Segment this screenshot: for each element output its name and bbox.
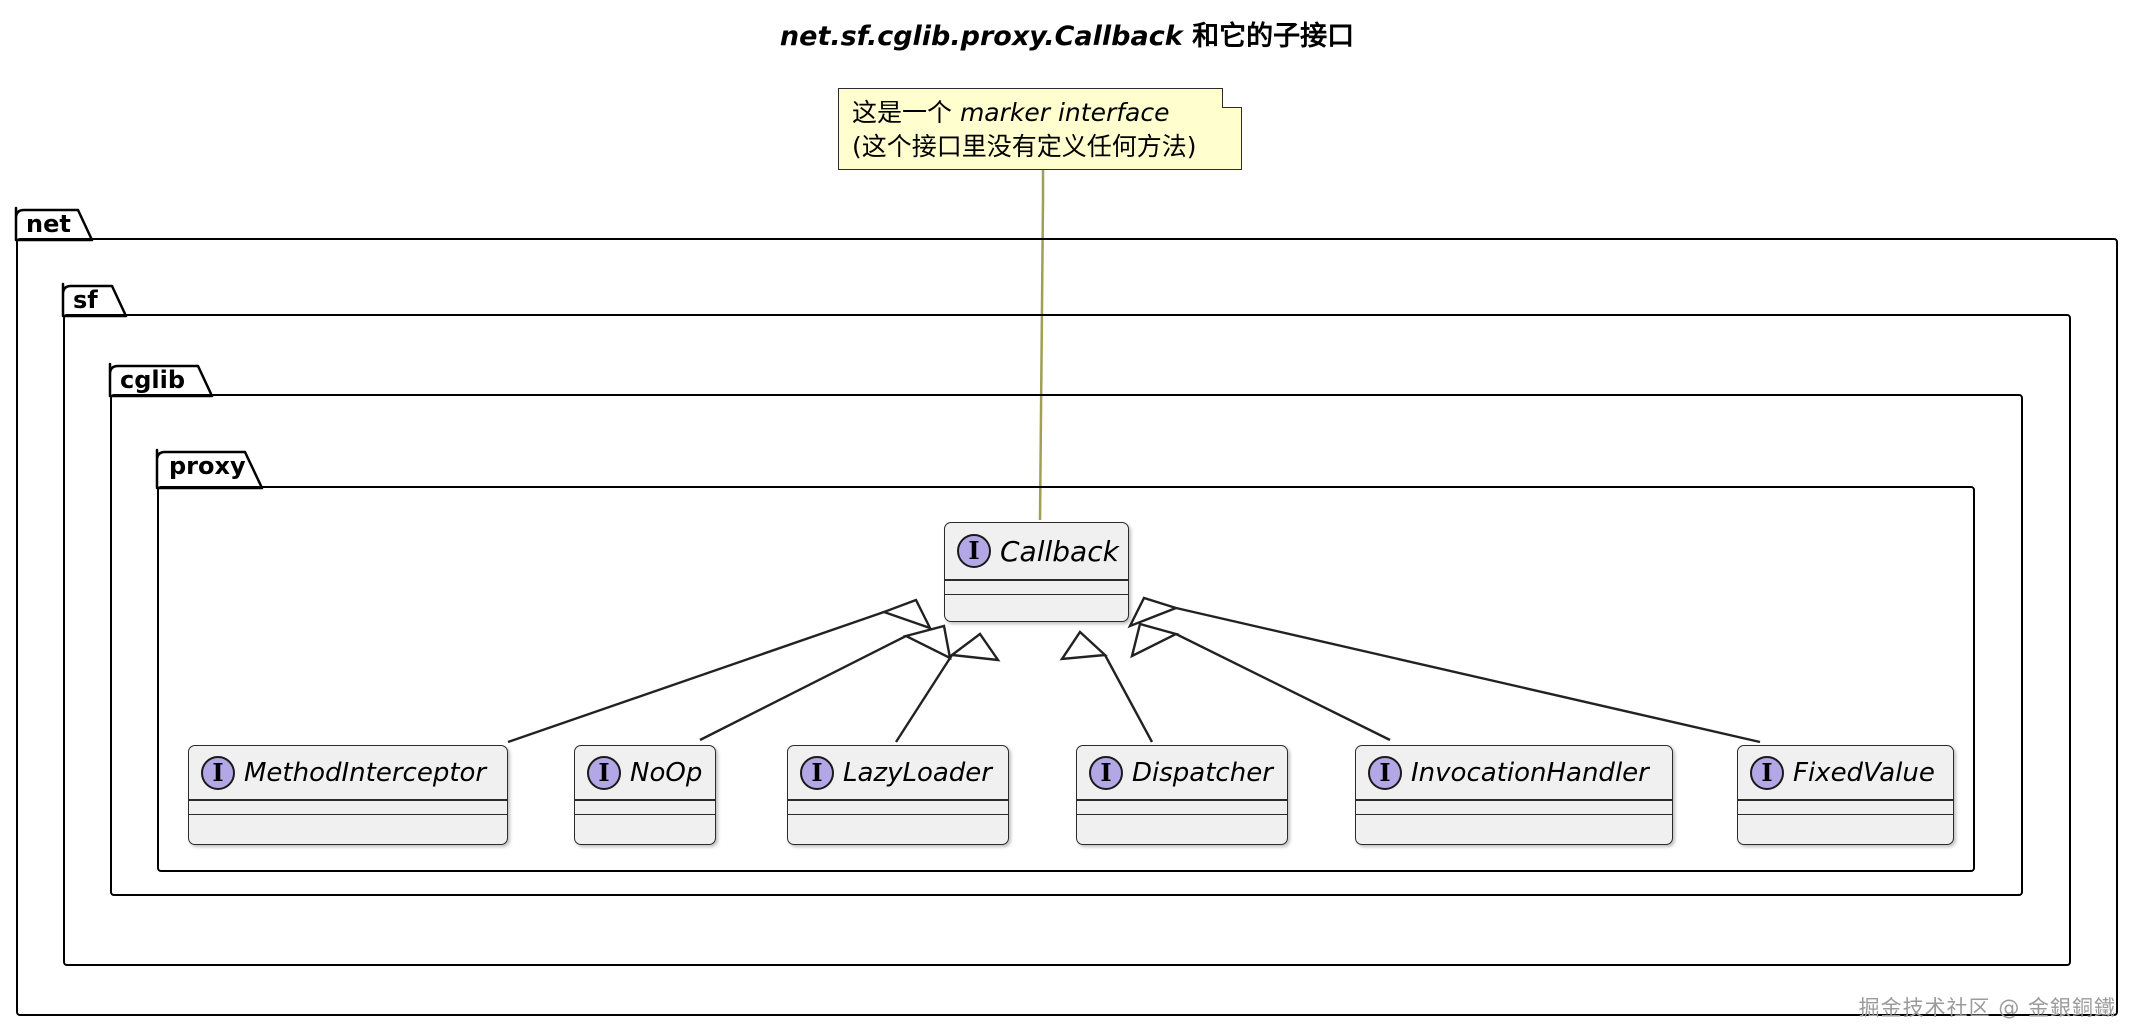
edge-lazyloader	[894, 654, 954, 743]
class-header: I MethodInterceptor	[189, 746, 507, 799]
class-box-noop[interactable]: I NoOp	[574, 745, 716, 845]
class-box-methodinterceptor[interactable]: I MethodInterceptor	[188, 745, 508, 845]
interface-icon: I	[587, 755, 621, 790]
class-header: I Dispatcher	[1077, 746, 1287, 799]
interface-icon: I	[1368, 755, 1402, 790]
class-box-callback[interactable]: I Callback	[944, 522, 1129, 622]
class-separator	[788, 813, 1008, 815]
interface-icon: I	[201, 755, 235, 790]
class-methods-compartment	[1077, 815, 1287, 828]
class-separator	[189, 813, 507, 815]
package-tab-cglib	[108, 362, 214, 398]
note-connector-line	[1038, 170, 1045, 521]
class-methods-compartment	[788, 815, 1008, 828]
class-attributes-compartment	[788, 800, 1008, 814]
package-label-proxy: proxy	[169, 452, 246, 480]
class-methods-compartment	[575, 815, 715, 828]
class-box-dispatcher[interactable]: I Dispatcher	[1076, 745, 1288, 845]
page-title-qualified-name: net.sf.cglib.proxy.Callback	[779, 21, 1183, 52]
generalization-edges	[507, 606, 1761, 744]
class-separator	[1356, 813, 1672, 815]
package-tab-net	[14, 206, 94, 242]
class-attributes-compartment	[575, 800, 715, 814]
interface-icon: I	[1750, 755, 1784, 790]
arrowhead-dispatcher	[1059, 630, 1108, 661]
class-name-fixedvalue: FixedValue	[1793, 757, 1935, 788]
arrowhead-lazyloader	[948, 632, 1001, 662]
package-cglib	[110, 394, 2023, 896]
edge-noop	[699, 634, 907, 742]
class-separator	[945, 579, 1128, 581]
package-label-net: net	[26, 210, 71, 238]
class-separator	[575, 813, 715, 815]
package-sf	[63, 314, 2071, 966]
package-net	[16, 238, 2118, 1016]
class-name-dispatcher: Dispatcher	[1132, 757, 1273, 788]
class-separator	[1738, 799, 1953, 801]
class-box-invocationhandler[interactable]: I InvocationHandler	[1355, 745, 1673, 845]
class-separator	[1077, 799, 1287, 801]
generalization-arrowheads	[880, 596, 1180, 662]
class-header: I FixedValue	[1738, 746, 1953, 799]
edge-invocationhandler	[1175, 632, 1391, 742]
note-folded-corner-icon	[1222, 88, 1242, 108]
class-separator	[1738, 813, 1953, 815]
class-attributes-compartment	[189, 800, 507, 814]
class-header-callback: I Callback	[945, 523, 1128, 579]
arrowhead-methodinterceptor	[880, 598, 933, 631]
page-title: net.sf.cglib.proxy.Callback 和它的子接口	[0, 14, 2134, 53]
note-line-1: 这是一个 marker interface	[852, 96, 1233, 130]
package-label-cglib: cglib	[120, 366, 186, 394]
arrowhead-fixedvalue	[1127, 596, 1180, 629]
class-separator	[1077, 813, 1287, 815]
watermark: 掘金技术社区 @ 金銀銅鐵	[1858, 996, 2116, 1020]
interface-icon: I	[1089, 755, 1123, 790]
class-header: I InvocationHandler	[1356, 746, 1672, 799]
class-attributes-compartment	[1356, 800, 1672, 814]
class-box-lazyloader[interactable]: I LazyLoader	[787, 745, 1009, 845]
class-name-noop: NoOp	[630, 757, 703, 788]
class-methods-compartment	[1356, 815, 1672, 828]
edge-methodinterceptor	[507, 610, 885, 744]
class-separator	[788, 799, 1008, 801]
interface-icon: I	[800, 755, 834, 790]
class-separator	[189, 799, 507, 801]
package-tab-sf	[61, 282, 128, 318]
class-separator	[945, 593, 1128, 595]
edge-fixedvalue	[1175, 606, 1761, 744]
package-label-sf: sf	[73, 286, 98, 314]
note-content: 这是一个 marker interface (这个接口里没有定义任何方法)	[852, 96, 1233, 164]
package-proxy	[157, 486, 1975, 872]
page-title-suffix: 和它的子接口	[1182, 21, 1355, 52]
edge-dispatcher	[1103, 654, 1154, 743]
class-name-lazyloader: LazyLoader	[843, 757, 992, 788]
class-name-callback: Callback	[1000, 534, 1119, 568]
class-attributes-compartment	[1077, 800, 1287, 814]
class-separator	[575, 799, 715, 801]
package-tab-proxy	[155, 448, 264, 490]
note-line-1-prefix: 这是一个	[852, 98, 960, 127]
note-line-2: (这个接口里没有定义任何方法)	[852, 132, 1197, 161]
class-methods-compartment	[189, 815, 507, 828]
class-methods-compartment	[945, 595, 1128, 608]
interface-icon: I	[957, 534, 991, 568]
class-name-invocationhandler: InvocationHandler	[1411, 757, 1649, 788]
marker-interface-note: 这是一个 marker interface (这个接口里没有定义任何方法)	[838, 88, 1242, 170]
class-box-fixedvalue[interactable]: I FixedValue	[1737, 745, 1954, 845]
class-attributes-compartment	[945, 580, 1128, 594]
class-attributes-compartment	[1738, 800, 1953, 814]
note-line-1-emphasis: marker interface	[959, 98, 1170, 127]
class-header: I NoOp	[575, 746, 715, 799]
class-name-methodinterceptor: MethodInterceptor	[244, 757, 487, 788]
class-header: I LazyLoader	[788, 746, 1008, 799]
class-separator	[1356, 799, 1672, 801]
arrowhead-noop	[902, 624, 952, 661]
class-methods-compartment	[1738, 815, 1953, 828]
arrowhead-invocationhandler	[1130, 622, 1180, 659]
